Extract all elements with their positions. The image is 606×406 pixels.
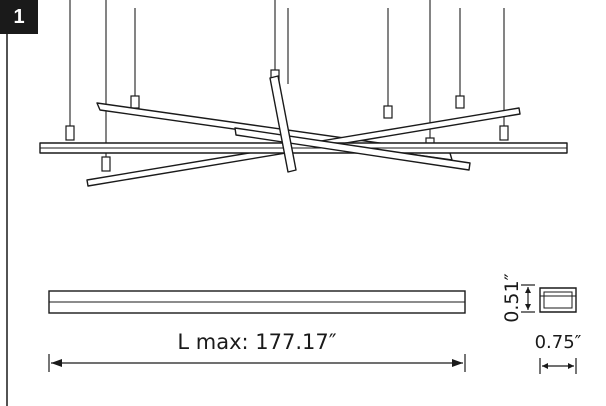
- width-dimension-label: 0.75″: [535, 332, 582, 353]
- length-dimension: [48, 354, 466, 372]
- length-dimension-label: L max: 177.17″: [177, 330, 336, 354]
- profile-side-view: [48, 290, 466, 314]
- light-bar-5: [269, 75, 297, 173]
- light-bar-4: [234, 127, 471, 171]
- light-bars: [39, 75, 568, 187]
- width-dimension: [539, 358, 577, 374]
- figure-number-badge: 1: [0, 0, 38, 34]
- height-dimension: [521, 284, 535, 313]
- height-dimension-label: 0.51″: [501, 273, 523, 322]
- suspension-cables: [69, 0, 505, 160]
- cable-grippers: [65, 69, 509, 172]
- profile-cross-section: [539, 287, 577, 313]
